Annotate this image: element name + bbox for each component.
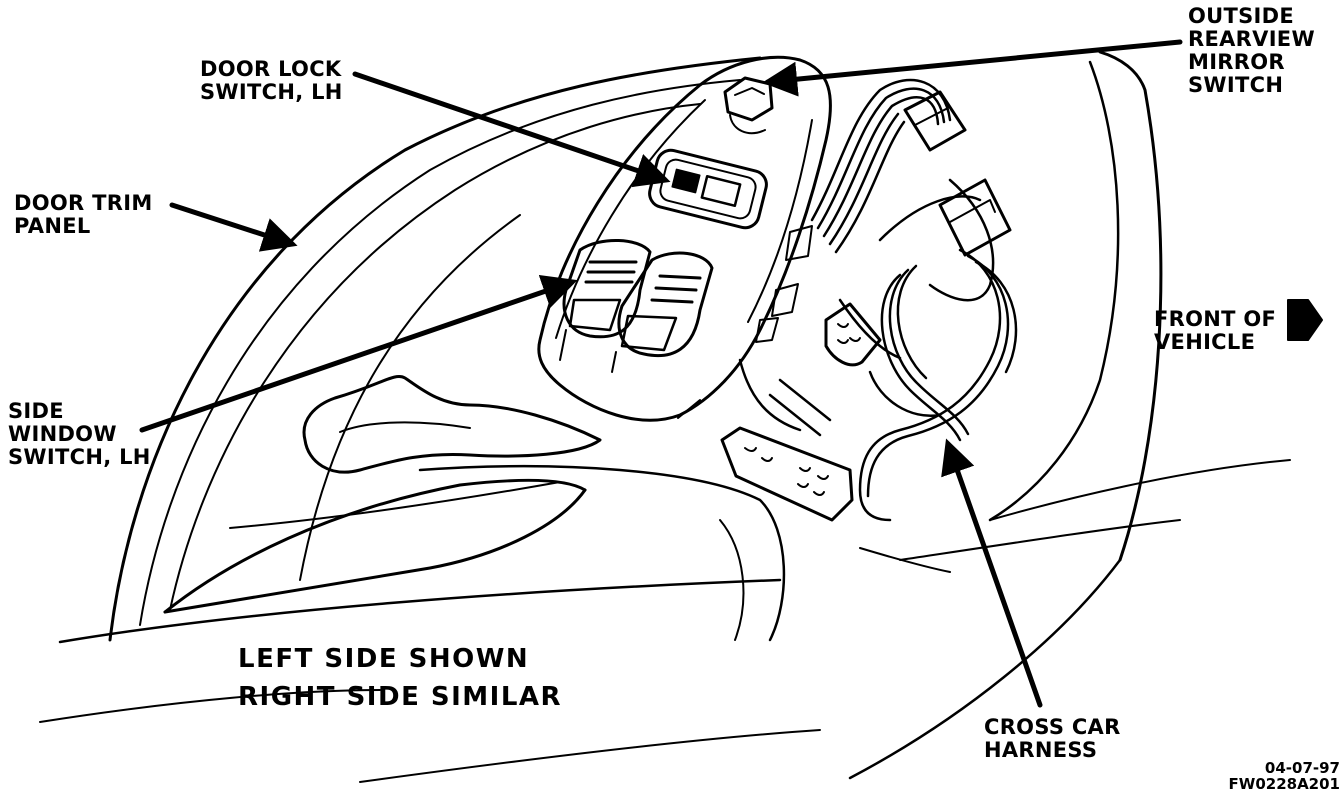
figure-id: FW0228A201: [1228, 775, 1340, 793]
label-line: FRONT OF: [1154, 307, 1277, 331]
door-lock-switch: [648, 148, 768, 230]
leader-arrows: [139, 39, 1183, 708]
leader-door-lock: [352, 71, 671, 188]
label-line: SWITCH, LH: [8, 445, 151, 469]
leader-side-window: [139, 274, 578, 433]
side-window-switches: [559, 239, 714, 373]
armrest-pocket: [163, 465, 786, 642]
harness-connectors: [720, 90, 1012, 522]
figure-date: 04-07-97: [1264, 759, 1340, 777]
label-line: OUTSIDE: [1188, 4, 1295, 28]
leader-door-trim: [169, 202, 298, 252]
label-line: DOOR TRIM: [14, 191, 153, 215]
mirror-switch-knob: [723, 76, 774, 135]
caption-line: RIGHT SIDE SIMILAR: [238, 682, 563, 712]
label-door-lock-switch: DOOR LOCK SWITCH, LH: [200, 58, 343, 104]
label-line: SIDE: [8, 399, 64, 423]
grab-handle: [302, 375, 602, 474]
label-line: PANEL: [14, 214, 91, 238]
figure-code: 04-07-97 FW0228A201: [1229, 760, 1340, 792]
label-line: SWITCH, LH: [200, 80, 343, 104]
label-side-window-switch: SIDE WINDOW SWITCH, LH: [8, 400, 151, 469]
label-line: DOOR LOCK: [200, 57, 342, 81]
label-line: MIRROR: [1188, 50, 1285, 74]
door-trim-panel-outline: [39, 50, 1291, 783]
cross-car-harness-wires: [738, 78, 1018, 522]
leader-mirror-switch: [762, 39, 1183, 97]
caption-line: LEFT SIDE SHOWN: [238, 644, 530, 674]
diagram-caption: LEFT SIDE SHOWN RIGHT SIDE SIMILAR: [238, 644, 562, 712]
label-line: WINDOW: [8, 422, 117, 446]
label-cross-car-harness: CROSS CAR HARNESS: [984, 716, 1121, 762]
switch-bezel: [537, 55, 832, 422]
leader-harness: [941, 438, 1043, 708]
label-line: REARVIEW: [1188, 27, 1315, 51]
label-line: SWITCH: [1188, 73, 1284, 97]
label-door-trim-panel: DOOR TRIM PANEL: [14, 192, 153, 238]
label-line: HARNESS: [984, 738, 1098, 762]
label-line: VEHICLE: [1154, 330, 1256, 354]
label-outside-mirror-switch: OUTSIDE REARVIEW MIRROR SWITCH: [1188, 5, 1315, 97]
label-line: CROSS CAR: [984, 715, 1121, 739]
front-arrow-icon: [1287, 299, 1323, 341]
label-front-of-vehicle: FRONT OF VEHICLE: [1154, 308, 1276, 354]
